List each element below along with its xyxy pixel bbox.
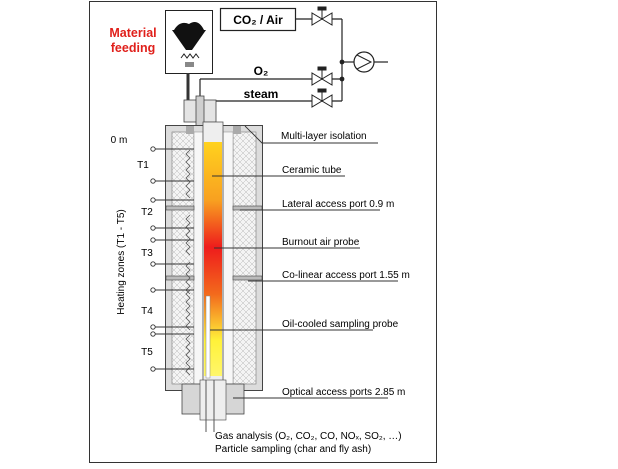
- zone-connectors: [150, 146, 194, 372]
- zero-meter-label: 0 m: [111, 135, 128, 146]
- steam-label: steam: [244, 87, 279, 101]
- callout-lines: [210, 125, 398, 399]
- co2-air-label: CO₂ / Air: [233, 13, 283, 27]
- particle-sampling-label: Particle sampling (char and fly ash): [215, 444, 371, 455]
- callout-isolation: Multi-layer isolation: [281, 131, 367, 142]
- co2-air-box: [219, 7, 297, 32]
- zone-t4-label: T4: [141, 306, 153, 317]
- heating-zones-label: Heating zones (T1 - T5): [116, 209, 127, 314]
- vibrator-icon: [180, 53, 200, 59]
- zone-t1-label: T1: [137, 160, 149, 171]
- material-feeding-label-2: feeding: [111, 41, 155, 55]
- callout-colinear: Co-linear access port 1.55 m: [282, 270, 410, 281]
- material-feeding-label-1: Material: [109, 26, 156, 40]
- pump-icon: [353, 51, 375, 73]
- zone-t3-label: T3: [141, 248, 153, 259]
- callout-burnout: Burnout air probe: [282, 237, 360, 248]
- gas-analysis-label: Gas analysis (O₂, CO₂, CO, NOₓ, SO₂, …): [215, 431, 402, 442]
- callout-optical: Optical access ports 2.85 m: [282, 387, 405, 398]
- feeder-hopper: [165, 10, 213, 74]
- valve-icons: [311, 6, 333, 108]
- heating-coils: [185, 149, 191, 376]
- zone-t5-label: T5: [141, 347, 153, 358]
- coal-pile-icon: [172, 30, 206, 50]
- o2-label: O₂: [254, 64, 269, 78]
- callout-oil-probe: Oil-cooled sampling probe: [282, 319, 399, 330]
- callout-lateral: Lateral access port 0.9 m: [282, 199, 394, 210]
- zone-t2-label: T2: [141, 207, 153, 218]
- callout-ceramic: Ceramic tube: [282, 165, 342, 176]
